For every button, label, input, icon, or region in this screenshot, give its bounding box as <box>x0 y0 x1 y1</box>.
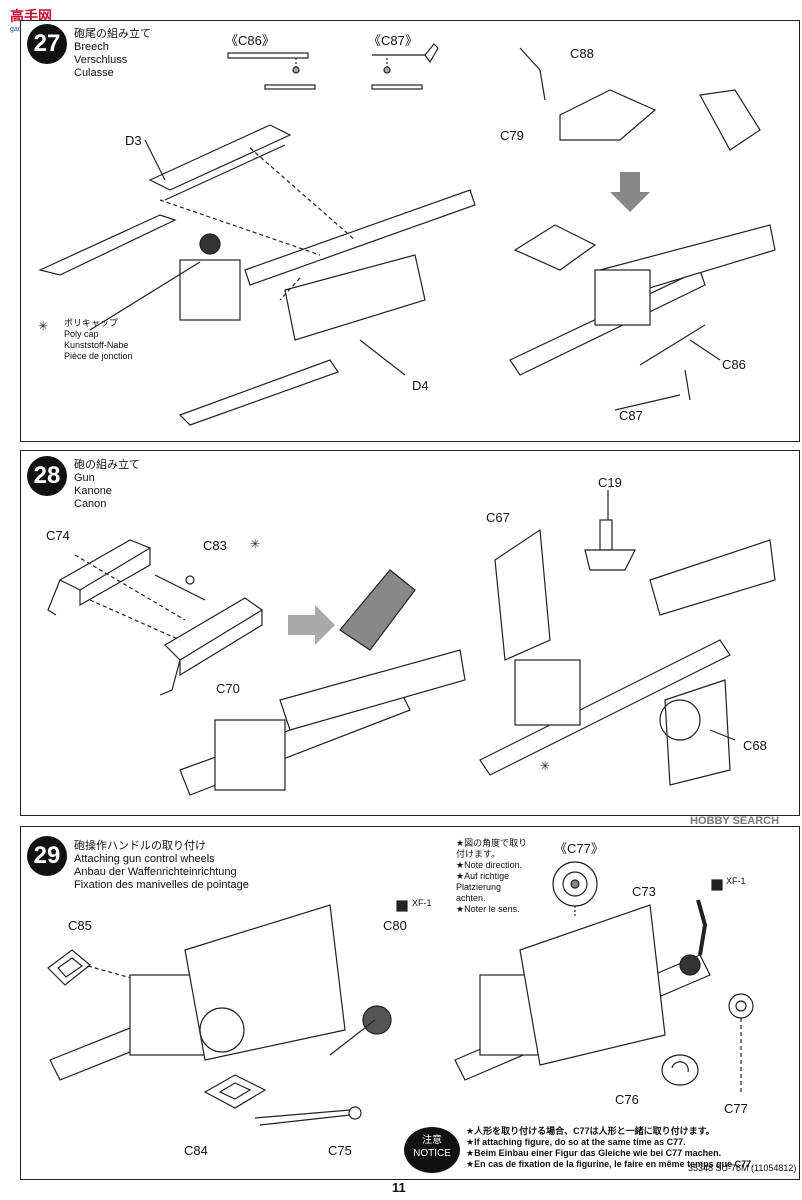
c77-detail <box>552 861 598 918</box>
c74-part <box>47 539 152 616</box>
step-27-title-ja: 砲尾の組み立て <box>74 28 151 40</box>
part-label-c76: C76 <box>615 1092 639 1107</box>
step-28-drawing: ✳ ✳ <box>47 490 776 796</box>
polycap-ja: ポリキャップ <box>64 318 119 328</box>
notice-line-en: ★If attaching figure, do so at the same … <box>466 1137 686 1147</box>
part-label-c77: C77 <box>724 1101 748 1116</box>
notice-text: ★人形を取り付ける場合、C77は人形と一緒に取り付けます。 ★If attach… <box>466 1126 754 1170</box>
part-label-d3: D3 <box>125 133 142 148</box>
c79-box-part <box>513 47 761 271</box>
svg-text:✳: ✳ <box>540 759 550 773</box>
part-label-c75: C75 <box>328 1143 352 1158</box>
d3-frame-part <box>38 124 292 276</box>
part-label-c83: C83 <box>203 538 227 553</box>
part-label-c80: C80 <box>383 918 407 933</box>
part-label-d4: D4 <box>412 378 429 393</box>
notice-badge-en: NOTICE <box>413 1148 451 1159</box>
notice-line-ja: ★人形を取り付ける場合、C77は人形と一緒に取り付けます。 <box>466 1126 715 1136</box>
notice-badge: 注意 NOTICE <box>404 1127 460 1173</box>
paint-xf1-right: XF-1 <box>726 876 746 886</box>
notice-line-de: ★Beim Einbau einer Figur das Gleiche wie… <box>466 1148 722 1158</box>
step-27-title: 砲尾の組み立て Breech Verschluss Culasse <box>74 28 151 80</box>
page-code: 35348 SU-76M (11054812) <box>688 1163 797 1173</box>
c85-part <box>47 949 91 986</box>
c84-part <box>203 1074 267 1109</box>
note-direction-line-2: 付けます。 <box>456 849 501 859</box>
step-29-number: 29 <box>27 836 67 876</box>
gun-body-right: ✳ <box>479 519 776 786</box>
step-27-drawing: ✳ <box>38 43 776 426</box>
c75-handle-part <box>254 1106 362 1126</box>
notice-line-fr: ★En cas de fixation de la figurine, le f… <box>466 1159 754 1169</box>
part-label-c67: C67 <box>486 510 510 525</box>
part-label-c74: C74 <box>46 528 70 543</box>
svg-text:✳: ✳ <box>38 319 48 333</box>
part-label-c79: C79 <box>500 128 524 143</box>
step-28-title-fr: Canon <box>74 498 107 510</box>
polycap-fr: Pièce de jonction <box>64 351 133 361</box>
ref-c86-label: 《C86》 <box>225 33 275 48</box>
polycap-de: Kunststoff-Nabe <box>64 340 129 350</box>
step-29-title-en: Attaching gun control wheels <box>74 853 215 865</box>
polycap-en: Poly cap <box>64 329 99 339</box>
note-direction: ★図の角度で取り 付けます。 ★Note direction. ★Auf ric… <box>456 838 527 915</box>
step-27-title-fr: Culasse <box>74 67 114 79</box>
note-direction-line-4: ★Auf richtige <box>456 871 510 881</box>
step-27-title-de: Verschluss <box>74 54 128 66</box>
step-27-number: 27 <box>27 24 67 64</box>
c76-part <box>661 1054 699 1086</box>
step-28-number: 28 <box>27 456 67 496</box>
part-label-c70: C70 <box>216 681 240 696</box>
ref-c77-label: 《C77》 <box>554 841 604 856</box>
step-29-title-de: Anbau der Waffenrichteinrichtung <box>74 866 237 878</box>
c80-wheel-part <box>329 1005 392 1056</box>
c73-part <box>679 899 708 976</box>
part-label-c87: C87 <box>619 408 643 423</box>
ref-c87-label: 《C87》 <box>368 33 418 48</box>
note-direction-line-3: ★Note direction. <box>456 860 523 870</box>
notice-badge-ja: 注意 <box>422 1135 442 1146</box>
note-direction-line-6: achten. <box>456 893 486 903</box>
polycap-note: ポリキャップ Poly cap Kunststoff-Nabe Pièce de… <box>64 318 133 362</box>
part-label-c19: C19 <box>598 475 622 490</box>
c87-sprue-part <box>371 43 439 90</box>
note-direction-line-1: ★図の角度で取り <box>456 838 528 848</box>
step-27-title-en: Breech <box>74 41 109 53</box>
step-29-title: 砲操作ハンドルの取り付け Attaching gun control wheel… <box>74 840 249 892</box>
step-28-title-de: Kanone <box>74 485 112 497</box>
note-direction-line-7: ★Noter le sens. <box>456 904 520 914</box>
step-28-title-ja: 砲の組み立て <box>74 459 140 471</box>
c86-sprue-part <box>227 52 316 90</box>
svg-text:✳: ✳ <box>250 537 260 551</box>
part-label-c85: C85 <box>68 918 92 933</box>
step-28-title-en: Gun <box>74 472 95 484</box>
gun-body-center <box>179 569 466 796</box>
part-label-c68: C68 <box>743 738 767 753</box>
step-28-title: 砲の組み立て Gun Kanone Canon <box>74 459 140 511</box>
paint-xf1-left: XF-1 <box>412 898 432 908</box>
c83-part: ✳ <box>154 537 260 601</box>
page-number: 11 <box>392 1180 406 1195</box>
gun-body-left-29 <box>49 904 346 1081</box>
breech-assembly <box>89 189 476 331</box>
part-label-c86: C86 <box>722 357 746 372</box>
gun-body-right-29 <box>454 904 711 1081</box>
part-label-c73: C73 <box>632 884 656 899</box>
part-label-c88: C88 <box>570 46 594 61</box>
d4-frame-part <box>178 254 426 426</box>
step-29-title-ja: 砲操作ハンドルの取り付け <box>74 840 206 852</box>
part-label-c84: C84 <box>184 1143 208 1158</box>
footer-brand-watermark: HOBBY SEARCH <box>690 815 780 827</box>
step-29-title-fr: Fixation des manivelles de pointage <box>74 879 249 891</box>
note-direction-line-5: Platzierung <box>456 882 502 892</box>
c70-part <box>159 597 264 696</box>
c77-wheel-part <box>728 993 754 1095</box>
breech-assembly-right <box>509 224 776 401</box>
